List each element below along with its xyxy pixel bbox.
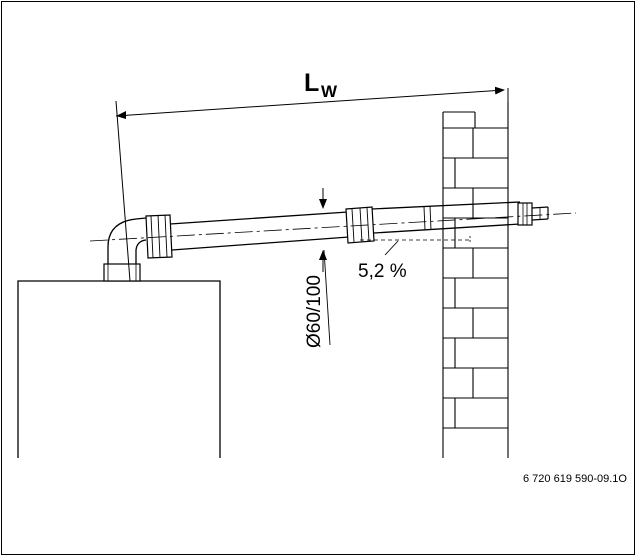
svg-text:5,2 %: 5,2 % (358, 261, 407, 282)
flue-terminal (517, 202, 549, 226)
pipe-centreline (89, 212, 577, 242)
slope-reference-line (360, 236, 471, 243)
slope-label: 5,2 % (358, 261, 407, 282)
slope-indicator (384, 240, 399, 256)
svg-text:L: L (304, 69, 319, 97)
diameter-label: Ø60/100 (304, 275, 325, 348)
elbow-coupling (145, 214, 173, 259)
flue-pipe (169, 201, 521, 251)
figure-reference-code: 6 720 619 590-09.1O (523, 473, 627, 485)
flue-elbow (107, 217, 147, 264)
wall-sleeve (423, 205, 432, 231)
boiler-flue-collar (103, 263, 141, 282)
pipe-coupling (345, 206, 375, 244)
svg-text:W: W (321, 82, 338, 101)
length-label: L W (304, 69, 338, 101)
svg-text:Ø60/100: Ø60/100 (304, 275, 325, 348)
boiler-unit (17, 280, 221, 458)
diameter-dimension (319, 188, 331, 346)
length-dimension (115, 86, 505, 282)
brick-wall (442, 102, 509, 458)
svg-text:6 720 619 590-09.1O: 6 720 619 590-09.1O (523, 473, 627, 485)
